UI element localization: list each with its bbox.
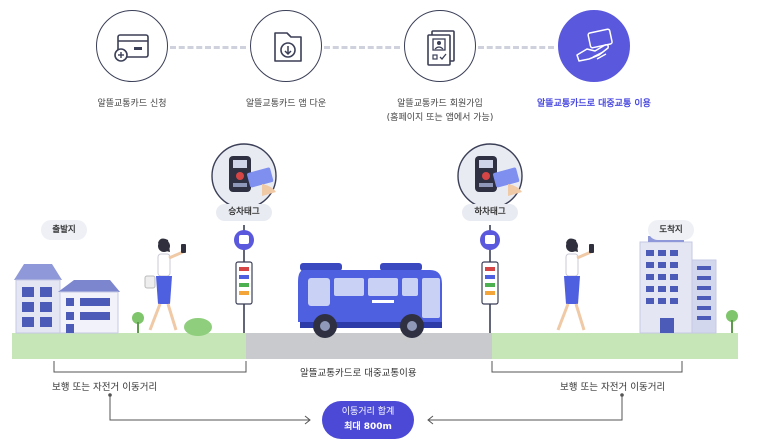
step-3-label: 알뜰교통카드 회원가입 (홈페이지 또는 앱에서 가능): [360, 97, 520, 125]
step-connector-1: [170, 46, 246, 49]
caption-right-distance: 보행 또는 자전거 이동거리: [560, 382, 666, 393]
step-connector-3: [478, 46, 554, 49]
boarding-tag-label: 승차태그: [216, 204, 272, 221]
ground-right: [492, 333, 738, 359]
caption-transit: 알뜰교통카드로 대중교통이용: [300, 368, 417, 379]
step-2-label: 알뜰교통카드 앱 다운: [245, 99, 327, 109]
total-distance-badge: 이동거리 합계 최대 800m: [322, 401, 414, 439]
step-3-sublabel: (홈페이지 또는 앱에서 가능): [386, 113, 494, 123]
arrival-label: 도착지: [648, 220, 694, 240]
pedestrian-left: [144, 238, 186, 331]
step-connector-2: [324, 46, 400, 49]
pedestrian-right: [556, 238, 594, 331]
step-4-circle: [558, 10, 630, 82]
step-2-circle: [250, 10, 322, 82]
step-1-circle: [96, 10, 168, 82]
arrival-buildings: [639, 236, 717, 334]
alighting-tag-pole: [457, 143, 523, 333]
step-4-label: 알뜰교통카드로 대중교통 이용: [537, 99, 651, 109]
membership-form-icon: [427, 30, 455, 66]
boarding-tag-pole: [211, 143, 277, 333]
app-download-icon: [274, 32, 302, 62]
distance-brackets: [53, 361, 683, 425]
card-handshake-icon: [576, 28, 613, 62]
bus: [298, 263, 442, 338]
caption-left-distance: 보행 또는 자전거 이동거리: [52, 382, 158, 393]
total-distance-title: 이동거리 합계: [341, 407, 395, 417]
departure-label: 출발지: [41, 220, 87, 240]
alighting-tag-label: 하차태그: [462, 204, 518, 221]
departure-buildings: [14, 264, 120, 334]
road: [246, 333, 492, 359]
card-plus-icon: [114, 34, 149, 62]
step-3-title: 알뜰교통카드 회원가입: [397, 99, 483, 109]
total-distance-value: 최대 800m: [344, 422, 392, 432]
step-1-label: 알뜰교통카드 신청: [97, 99, 167, 109]
step-3-circle: [404, 10, 476, 82]
ground-left: [12, 333, 246, 359]
